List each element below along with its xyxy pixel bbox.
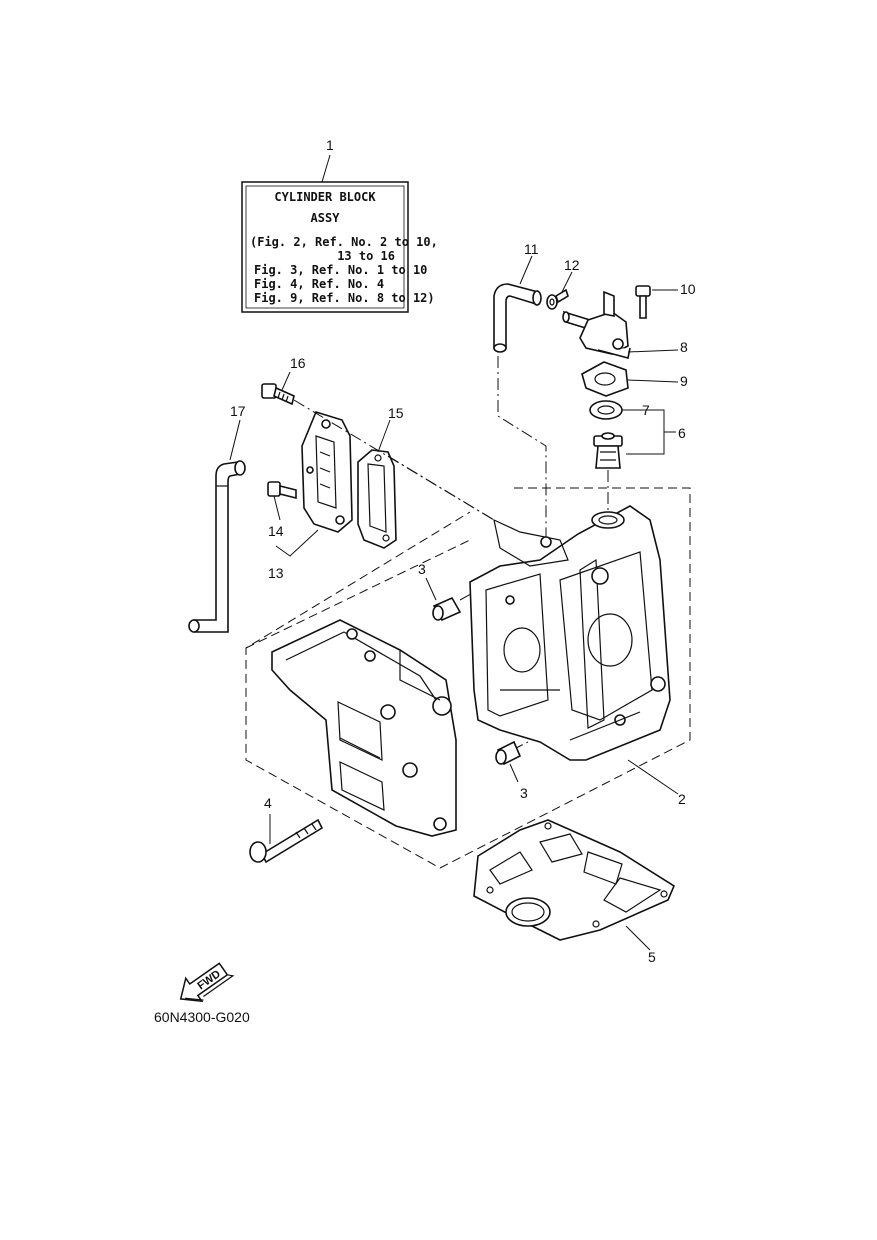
box-ref-line1: (Fig. 2, Ref. No. 2 to 10, [250,235,438,249]
assembly-reference-box: CYLINDER BLOCK ASSY (Fig. 2, Ref. No. 2 … [241,181,438,313]
cylinder-block-2 [469,505,671,761]
leaders-left [229,371,391,557]
callout-11: 11 [524,241,539,257]
callout-12: 12 [564,257,580,273]
callout-6: 6 [678,425,686,441]
exhaust-cover [271,619,457,837]
callout-10: 10 [680,281,696,297]
gasket-15 [357,449,397,549]
hose-11 [493,283,542,353]
dowel-pin-3-lower [495,740,522,766]
gasket-5 [473,819,676,941]
callout-9: 9 [680,373,688,389]
bolt-16 [261,383,295,406]
callout-1: 1 [326,137,334,153]
cover-13 [301,411,353,533]
assembly-outline [245,487,691,869]
callout-13: 13 [268,565,284,581]
callout-14: 14 [268,523,284,539]
callout-16: 16 [290,355,306,371]
callout-4: 4 [264,795,272,811]
box-title-line2: ASSY [311,211,341,225]
box-ref-line4: Fig. 4, Ref. No. 4 [254,277,384,291]
callout-3-upper: 3 [418,561,426,577]
bolt-10 [635,285,651,319]
bolt-4 [249,818,324,864]
callout-15: 15 [388,405,404,421]
hose-17 [188,460,246,633]
box-ref-line2: 13 to 16 [337,249,395,263]
fwd-arrow-icon: FWD [179,962,235,1003]
callout-8: 8 [680,339,688,355]
callout-2: 2 [678,791,686,807]
callout-5: 5 [648,949,656,965]
callout-17: 17 [230,403,246,419]
callout-3-lower: 3 [520,785,528,801]
seal-7 [589,400,623,420]
thermostat-cover-8 [562,290,631,359]
thermostat-6 [593,432,623,469]
box-ref-line5: Fig. 9, Ref. No. 8 to 12) [254,291,435,305]
dowel-pin-3-upper [432,596,462,622]
callout-7: 7 [642,402,650,418]
figure-code: 60N4300-G020 [154,1009,250,1025]
bolt-14 [267,481,297,500]
box-title-line1: CYLINDER BLOCK [274,190,376,204]
box-ref-line3: Fig. 3, Ref. No. 1 to 10 [254,263,427,277]
clip-12 [546,288,569,310]
callouts: 1 2 3 3 4 5 6 7 8 9 10 11 12 13 14 15 16… [230,137,696,965]
gasket-9 [581,361,629,397]
